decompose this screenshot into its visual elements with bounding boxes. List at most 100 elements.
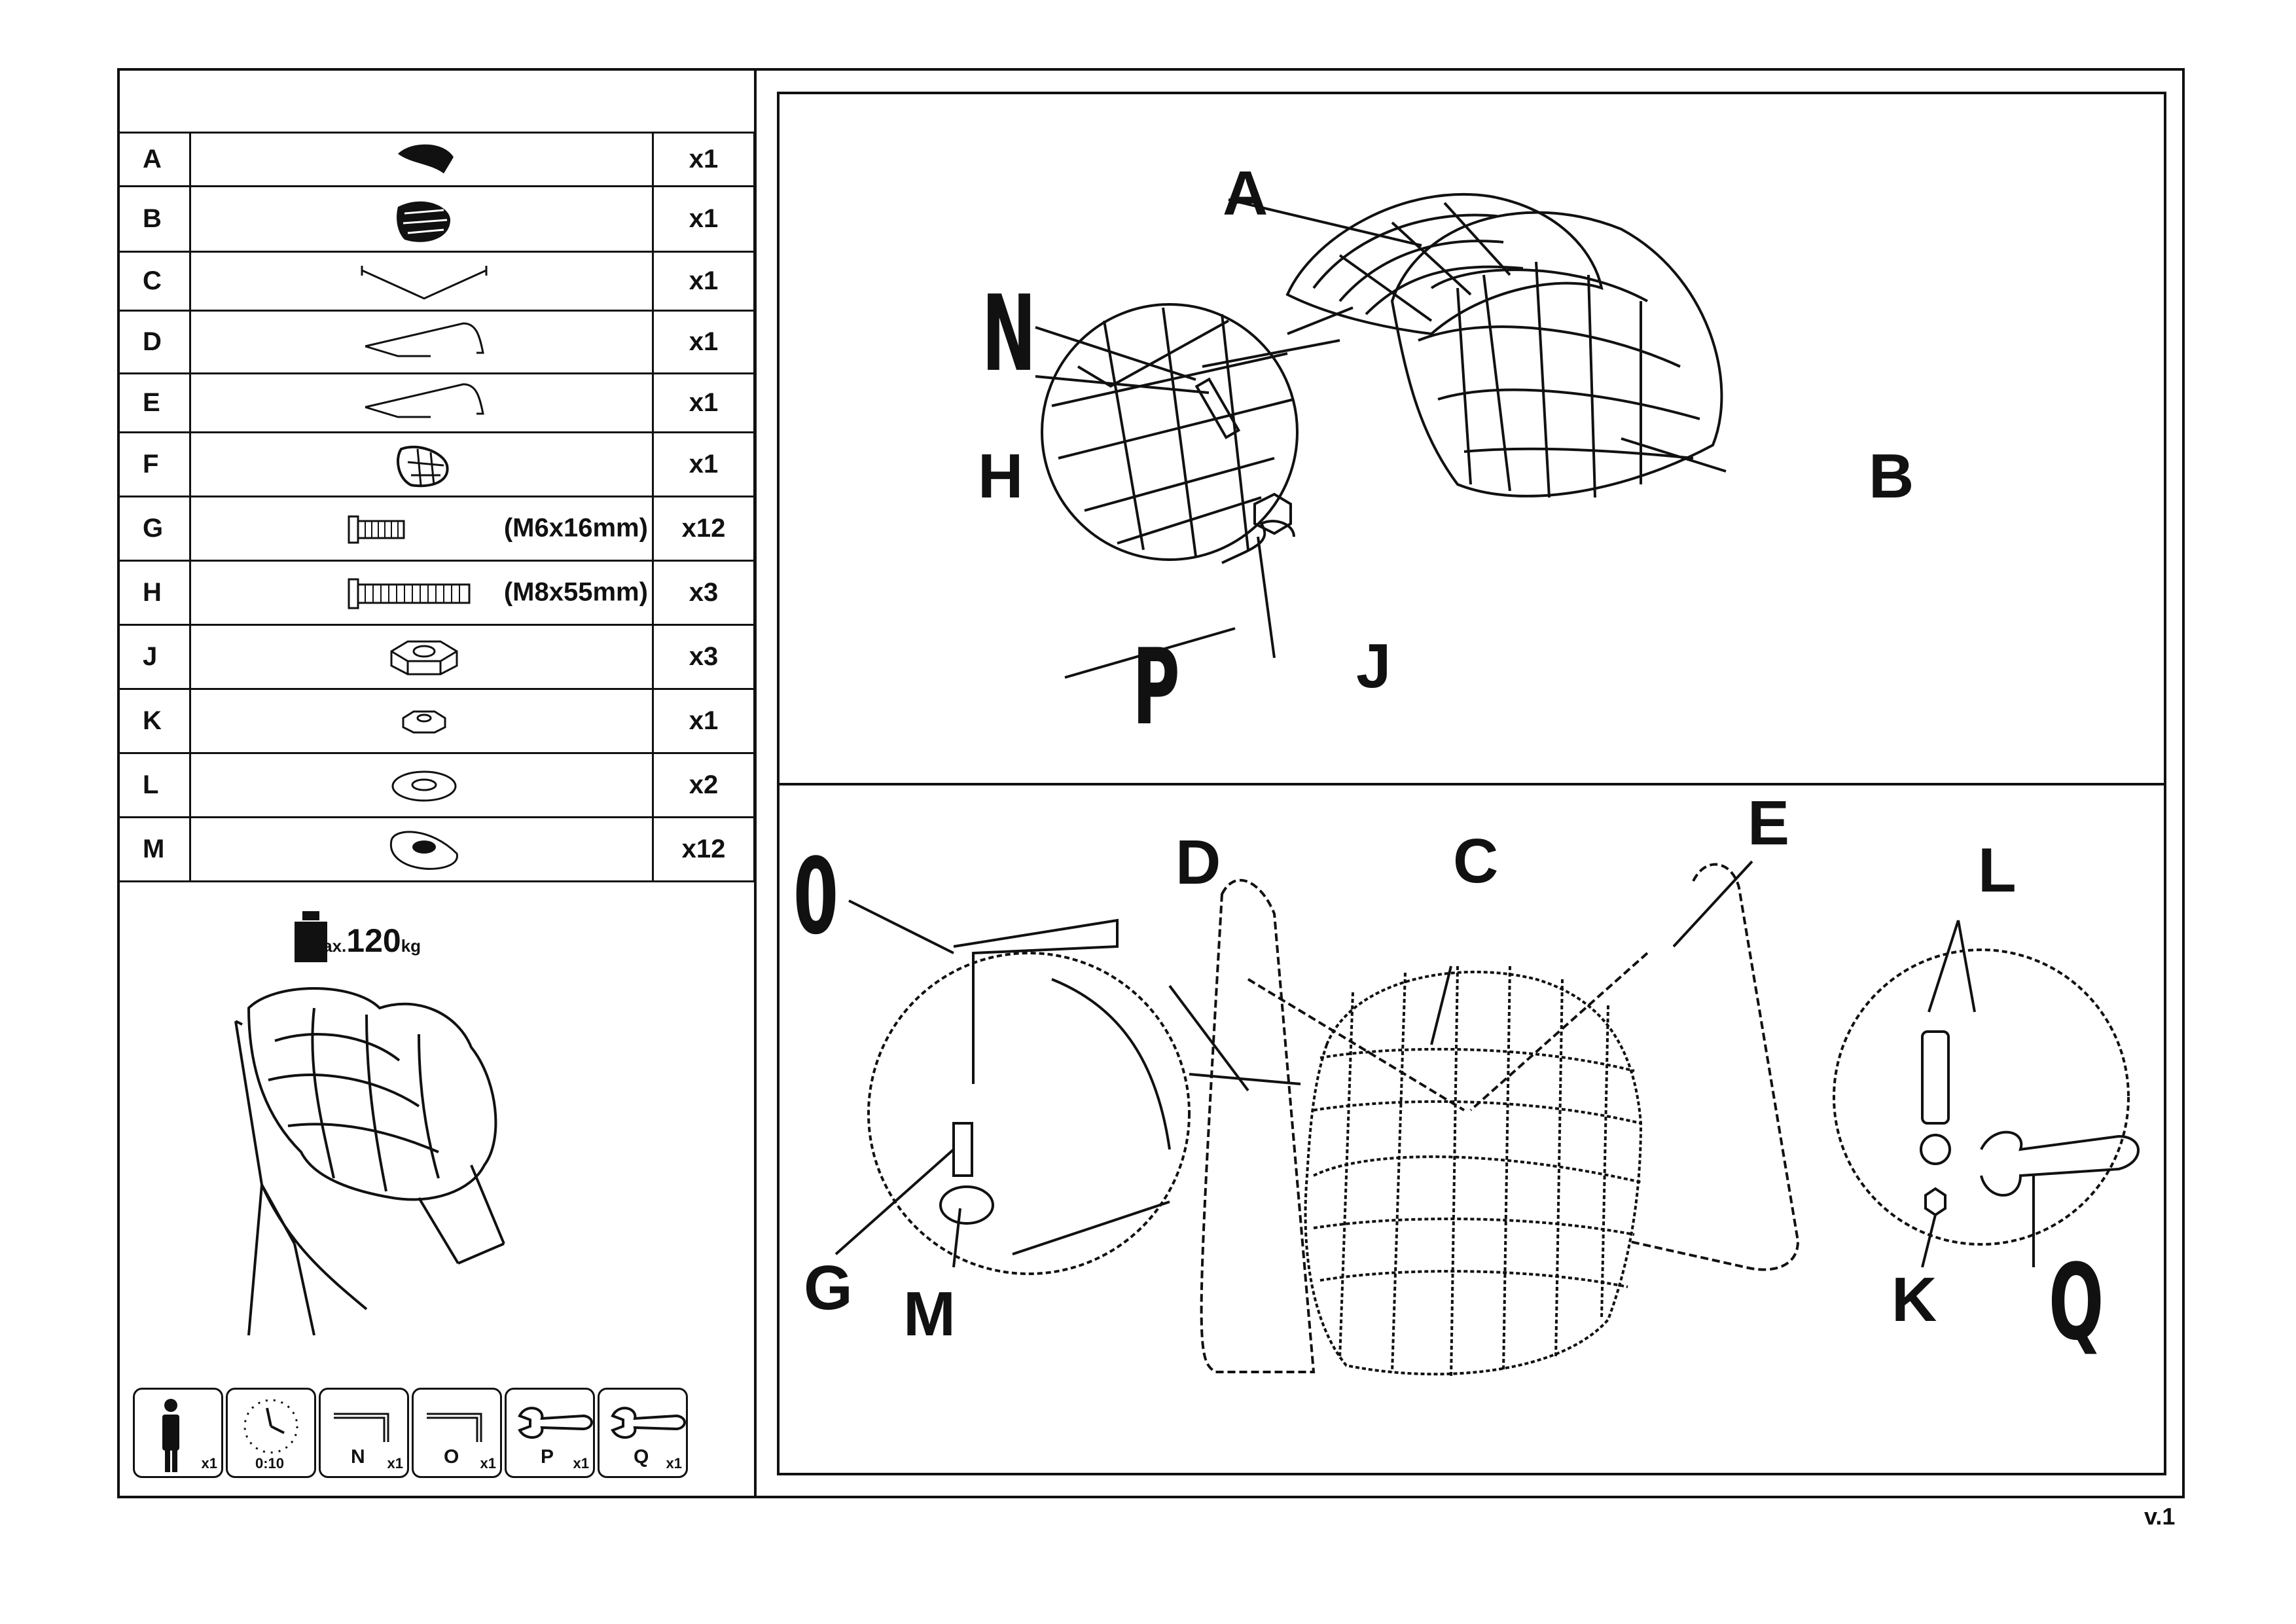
part-quantity: x12: [651, 495, 756, 562]
curved-washer-icon: [389, 830, 458, 870]
tool-quantity: x1: [480, 1455, 496, 1471]
column-divider: [754, 68, 757, 1498]
callout-d: D: [1175, 827, 1221, 897]
part-illustration-cell: [188, 687, 654, 754]
leg-frame-icon: [365, 382, 484, 418]
assembled-chair-illustration: [234, 987, 505, 1335]
part-size-spec: (M8x55mm): [503, 577, 648, 607]
tool-quantity: x1: [387, 1455, 403, 1471]
parts-row: H (M8x55mm)x3: [117, 559, 756, 626]
part-illustration-cell: [188, 250, 654, 312]
part-letter: K: [117, 687, 191, 754]
tool-quantity: x1: [666, 1455, 682, 1471]
part-letter: A: [117, 131, 191, 187]
cushion-icon: [396, 445, 449, 487]
part-quantity: x1: [651, 185, 756, 253]
wrench-icon: [518, 1407, 593, 1439]
callout-e: E: [1748, 788, 1790, 858]
large-nut-icon: [390, 640, 458, 675]
back-shell-icon: [396, 201, 450, 242]
step-2-panel: [777, 783, 2166, 1475]
part-letter: F: [117, 431, 191, 497]
part-letter: G: [117, 495, 191, 562]
tool-label: Q: [634, 1446, 649, 1468]
part-illustration-cell: (M6x16mm): [188, 495, 654, 562]
part-quantity: x12: [651, 816, 756, 882]
tool-quantity: x1: [573, 1455, 589, 1471]
part-illustration-cell: [188, 185, 654, 253]
allen-key-icon: [427, 1413, 482, 1442]
tool-label: O: [444, 1446, 459, 1468]
part-illustration-cell: [188, 751, 654, 818]
allen-key-icon: [334, 1413, 389, 1442]
callout-h: H: [978, 441, 1024, 511]
version-label: v.1: [2144, 1503, 2176, 1530]
callout-c: C: [1453, 826, 1499, 896]
part-quantity: x1: [651, 687, 756, 754]
callout-a: A: [1223, 158, 1268, 228]
part-quantity: x1: [651, 372, 756, 433]
flat-washer-icon: [391, 770, 457, 801]
part-illustration-cell: [188, 623, 654, 690]
part-illustration-cell: [188, 131, 654, 187]
part-quantity: x2: [651, 751, 756, 818]
part-quantity: x3: [651, 559, 756, 626]
part-size-spec: (M6x16mm): [503, 513, 648, 543]
part-quantity: x3: [651, 623, 756, 690]
step-2-drawing: [834, 860, 2140, 1379]
callout-k: K: [1892, 1265, 1937, 1335]
person-icon: [162, 1399, 179, 1472]
part-letter: C: [117, 250, 191, 312]
long-bolt-icon: [348, 578, 471, 609]
part-letter: L: [117, 751, 191, 818]
tool-clock-1: 0:10: [226, 1388, 316, 1478]
part-illustration-cell: [188, 816, 654, 882]
part-illustration-cell: [188, 309, 654, 374]
part-letter: J: [117, 623, 191, 690]
tool-label: P: [541, 1446, 554, 1468]
callout-o: 0: [793, 835, 839, 958]
part-letter: E: [117, 372, 191, 433]
part-letter: M: [117, 816, 191, 882]
callout-j: J: [1356, 631, 1391, 701]
part-letter: H: [117, 559, 191, 626]
callout-g: G: [804, 1253, 853, 1323]
part-illustration-cell: [188, 372, 654, 433]
parts-row: G (M6x16mm)x12: [117, 495, 756, 562]
step-1-drawing: [1035, 192, 1727, 679]
weight-icon: [295, 911, 327, 962]
seat-shell-icon: [397, 144, 454, 173]
callout-b: B: [1869, 441, 1914, 511]
tool-label: N: [351, 1446, 365, 1468]
leg-frame-icon: [365, 321, 484, 357]
callout-q: Q: [2049, 1241, 2104, 1363]
short-bolt-icon: [348, 515, 405, 543]
tool-person-0: x1: [133, 1388, 223, 1478]
part-illustration-cell: [188, 431, 654, 497]
part-quantity: x1: [651, 131, 756, 187]
callout-p: P: [1132, 626, 1180, 748]
part-quantity: x1: [651, 250, 756, 312]
clock-icon: [243, 1399, 298, 1454]
part-letter: D: [117, 309, 191, 374]
tool-label: 0:10: [255, 1455, 285, 1471]
tool-quantity: x1: [201, 1455, 217, 1471]
part-letter: B: [117, 185, 191, 253]
callout-m: M: [903, 1279, 956, 1349]
small-nut-icon: [402, 710, 446, 733]
max-load-label: max.120kg: [308, 922, 422, 959]
part-quantity: x1: [651, 431, 756, 497]
